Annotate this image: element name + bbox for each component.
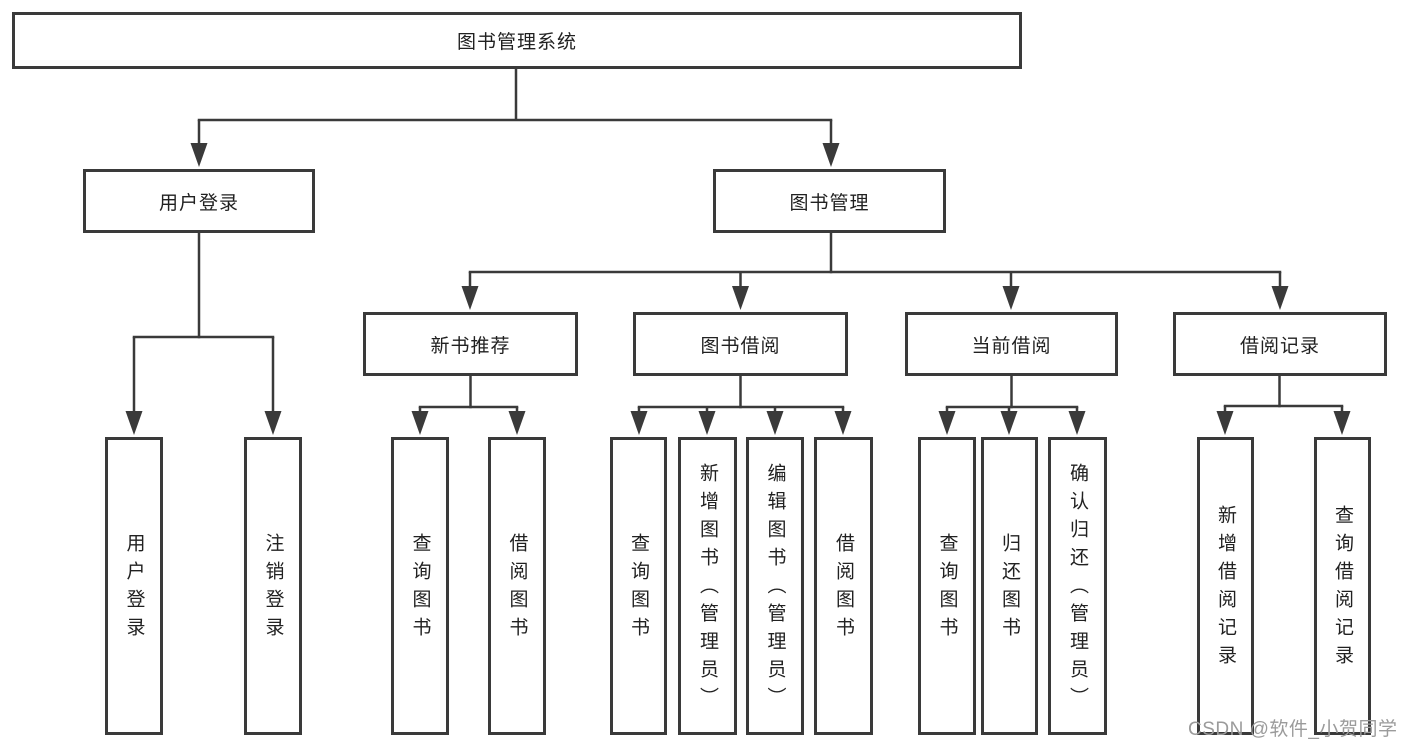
- leaf-confirm-return-admin: 确认归还（管理员）: [1048, 437, 1107, 735]
- leaf-edit-books-admin: 编辑图书（管理员）: [746, 437, 804, 735]
- leaf-add-borrow-record: 新增借阅记录: [1197, 437, 1254, 735]
- leaf-borrow-books: 借阅图书: [814, 437, 873, 735]
- node-system-root: 图书管理系统: [12, 12, 1022, 69]
- node-borrow-record: 借阅记录: [1173, 312, 1387, 376]
- leaf-borrow-books-recommend: 借阅图书: [488, 437, 546, 735]
- node-user-login: 用户登录: [83, 169, 315, 233]
- node-book-management: 图书管理: [713, 169, 946, 233]
- node-current-borrow: 当前借阅: [905, 312, 1118, 376]
- node-book-borrow: 图书借阅: [633, 312, 848, 376]
- leaf-return-books: 归还图书: [981, 437, 1038, 735]
- leaf-add-books-admin: 新增图书（管理员）: [678, 437, 737, 735]
- leaf-logout-login: 注销登录: [244, 437, 302, 735]
- node-new-book-recommend: 新书推荐: [363, 312, 578, 376]
- csdn-watermark: CSDN @软件_小贺同学: [1188, 719, 1398, 740]
- leaf-query-books-current: 查询图书: [918, 437, 976, 735]
- leaf-query-books-recommend: 查询图书: [391, 437, 449, 735]
- leaf-query-borrow-record: 查询借阅记录: [1314, 437, 1371, 735]
- leaf-user-login: 用户登录: [105, 437, 163, 735]
- leaf-query-books-borrow: 查询图书: [610, 437, 667, 735]
